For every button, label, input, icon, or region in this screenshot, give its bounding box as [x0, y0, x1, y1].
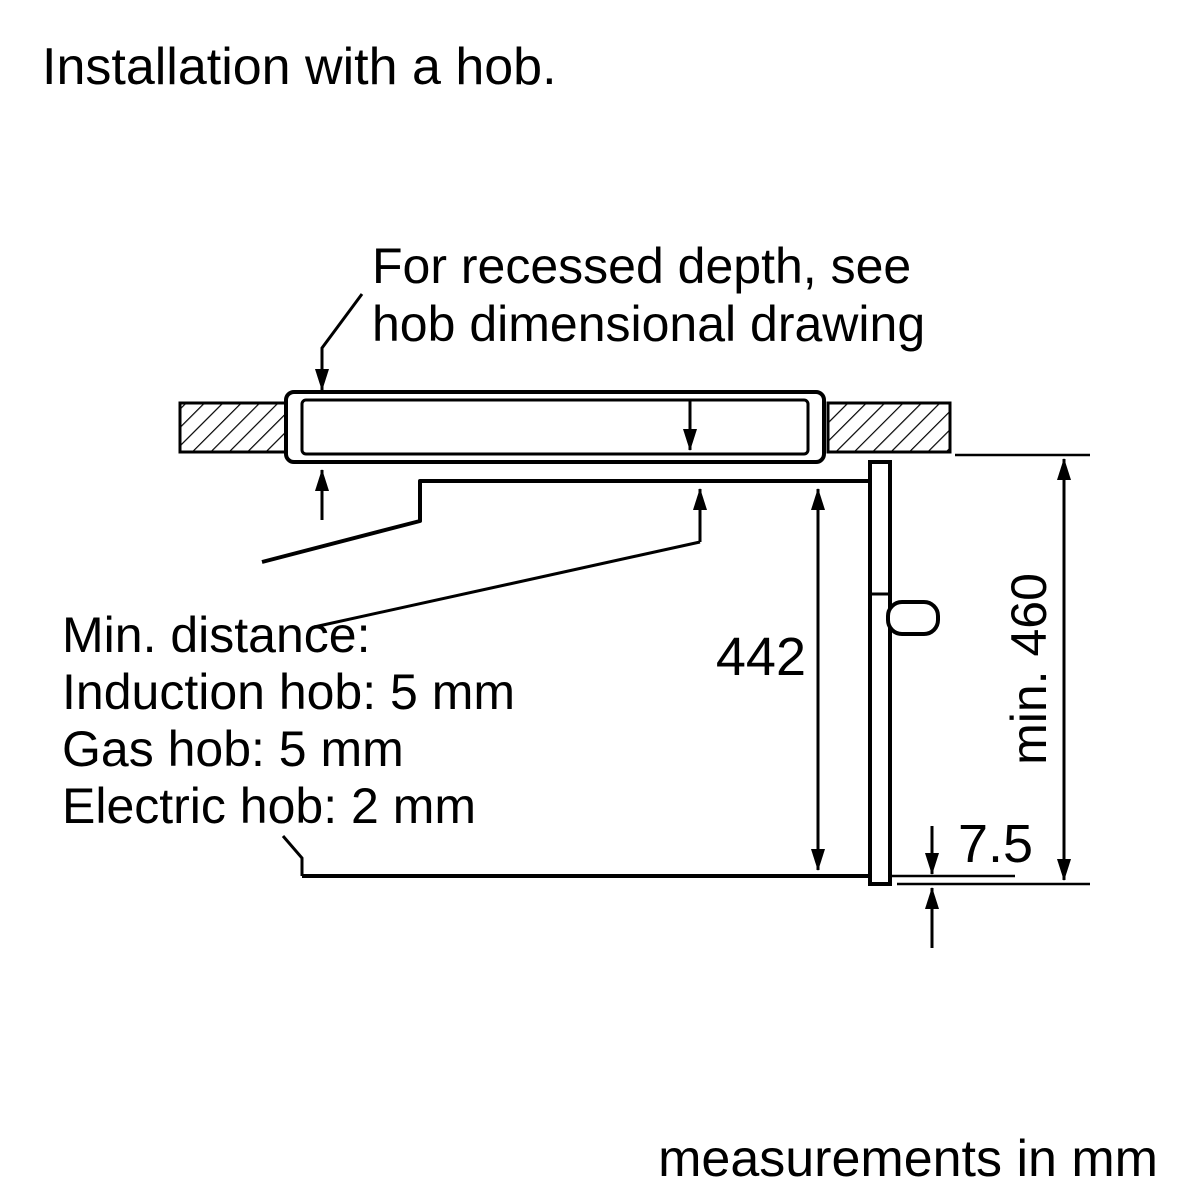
recessed-depth-note-line2: hob dimensional drawing [372, 296, 925, 352]
footer-note: measurements in mm [658, 1130, 1158, 1188]
min-distance-leader [313, 540, 701, 629]
oven-knob [886, 600, 940, 636]
dim-75-label: 7.5 [958, 814, 1033, 874]
note-leader-arrow [315, 293, 364, 391]
hob-body [284, 390, 826, 464]
countertop-right-section [826, 401, 952, 454]
electric-hob-leader [281, 835, 304, 876]
hob-inner-rim [300, 398, 810, 456]
min-distance-gas: Gas hob: 5 mm [62, 721, 404, 777]
min-distance-heading: Min. distance: [62, 607, 370, 663]
min-distance-electric: Electric hob: 2 mm [62, 778, 476, 834]
oven-top-outline [261, 479, 872, 564]
min-distance-induction: Induction hob: 5 mm [62, 664, 515, 720]
countertop-left-section [178, 401, 304, 454]
dim-460-label: min. 460 [1001, 573, 1057, 765]
dim-442-label: 442 [716, 627, 806, 687]
oven-front-panel [868, 460, 892, 886]
page-title: Installation with a hob. [42, 38, 557, 96]
recessed-depth-note-line1: For recessed depth, see [372, 238, 911, 294]
